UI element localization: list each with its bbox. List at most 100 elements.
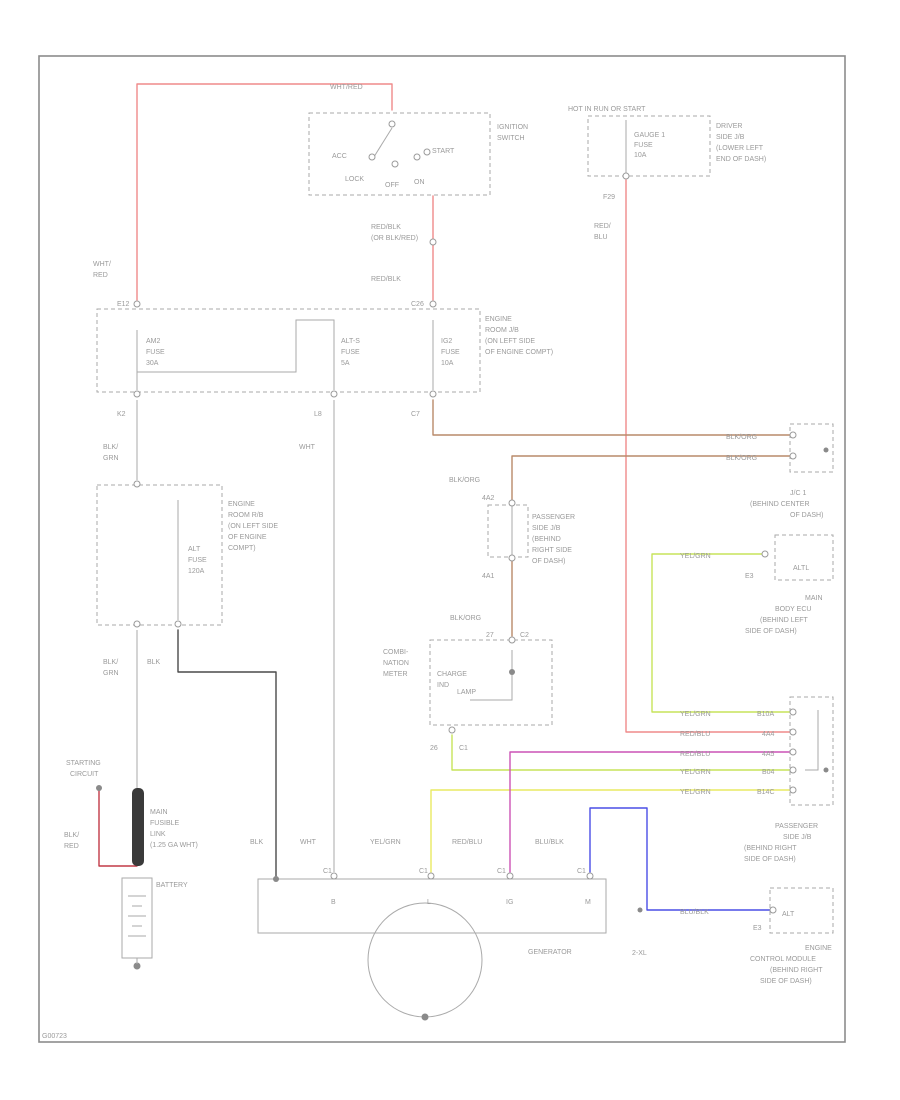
junction-dot <box>823 447 829 453</box>
junction-dot <box>509 669 515 675</box>
switch-contact <box>368 153 376 161</box>
generator-pin: C1 <box>323 868 332 875</box>
jb-pin: C7 <box>411 411 420 418</box>
junction-dot <box>823 767 829 773</box>
passenger-jb-pin: 4A1 <box>482 573 495 580</box>
gauge-fuse-label: 10A <box>634 152 647 159</box>
passenger-jb-upper-location: (BEHIND <box>532 536 561 543</box>
passenger-jb-pin: 4A2 <box>482 495 495 502</box>
jb-pin: L8 <box>314 411 322 418</box>
engine-room-jb-box <box>96 308 481 393</box>
pin <box>622 172 630 180</box>
wire-label: WHT <box>299 444 316 451</box>
meter-inner-label: LAMP <box>457 689 476 696</box>
wire-label: BLU <box>594 234 608 241</box>
passenger-jb-upper-location: RIGHT SIDE <box>532 547 572 554</box>
wire-passenger-inner <box>805 710 819 771</box>
pin <box>508 636 516 644</box>
ecm-location: CONTROL MODULE <box>750 956 816 963</box>
pin <box>506 872 514 880</box>
pin <box>789 708 797 716</box>
pin <box>133 300 141 308</box>
pin <box>789 431 797 439</box>
wire-label: RED/BLU <box>680 751 710 758</box>
ecu-terminal: ALTL <box>793 565 809 572</box>
wire-label: YEL/GRN <box>680 769 711 776</box>
passenger-jb-lower-pin: B14C <box>757 789 775 796</box>
wire-label: RED/BLK <box>371 224 401 231</box>
passenger-jb-lower-box <box>789 696 834 806</box>
generator-wire-label: WHT <box>300 839 317 846</box>
switch-pos-start: START <box>432 148 455 155</box>
pin <box>429 300 437 308</box>
wire-internal-am2 <box>137 319 335 373</box>
fuse-am2-label: FUSE <box>146 349 165 356</box>
wire-label: BLK/ORG <box>450 615 481 622</box>
gauge-location: DRIVER <box>716 123 742 130</box>
gauge-fuse-label: FUSE <box>634 142 653 149</box>
fuse-am2-label: 30A <box>146 360 159 367</box>
jc1-box <box>789 423 834 473</box>
wire-yel-grn-ecu <box>651 553 791 713</box>
generator-label: GENERATOR <box>528 949 572 956</box>
wire-label: GRN <box>103 455 119 462</box>
ignition-switch-label: SWITCH <box>497 135 525 142</box>
jb-pin: C26 <box>411 301 424 308</box>
fusible-link-label: MAIN <box>150 809 168 816</box>
meter-label: NATION <box>383 660 409 667</box>
ecm-box <box>769 887 834 934</box>
pin <box>330 872 338 880</box>
wire-label: BLU/BLK <box>680 909 709 916</box>
ecm-terminal: ALT <box>782 911 795 918</box>
passenger-jb-lower-pin: B10A <box>757 711 774 718</box>
passenger-jb-lower-location: SIDE J/B <box>783 834 812 841</box>
wire-label: BLK/ORG <box>726 455 757 462</box>
ignition-switch-label: IGNITION <box>497 124 528 131</box>
fuse-ig2-label: FUSE <box>441 349 460 356</box>
passenger-jb-lower-pin: 4A4 <box>762 731 775 738</box>
meter-pin: C1 <box>459 745 468 752</box>
pin <box>789 728 797 736</box>
battery-ground-dot <box>133 962 141 970</box>
switch-pos-off: OFF <box>385 182 399 189</box>
wire-label: BLK/ <box>103 444 118 451</box>
wire-wht-red <box>136 83 393 301</box>
wire-label: RED <box>64 843 79 850</box>
ecu-location: MAIN <box>805 595 823 602</box>
switch-pos-acc: ACC <box>332 153 347 160</box>
wire-label: WHT/ <box>93 261 111 268</box>
passenger-jb-lower-pin: B04 <box>762 769 775 776</box>
starting-circuit-label: STARTING <box>66 760 101 767</box>
engine-room-jb-location: ROOM J/B <box>485 327 519 334</box>
wire-label: WHT/RED <box>330 84 363 91</box>
generator-wire-label: YEL/GRN <box>370 839 401 846</box>
engine-room-rb-location: COMPT) <box>228 545 256 552</box>
jb-pin: E12 <box>117 301 130 308</box>
engine-room-rb-location: ENGINE <box>228 501 255 508</box>
generator-pin: C1 <box>577 868 586 875</box>
fuse-am2-label: AM2 <box>146 338 161 345</box>
pin <box>586 872 594 880</box>
wire-label: BLK/ORG <box>449 477 480 484</box>
wire-red-blu-gen <box>509 751 791 873</box>
gauge-location: SIDE J/B <box>716 134 745 141</box>
fuse-alt-label: ALT <box>188 546 201 553</box>
wire-label: RED/BLU <box>680 731 710 738</box>
main-body-ecu-box <box>774 534 834 581</box>
pin <box>789 748 797 756</box>
engine-room-jb-location: OF ENGINE COMPT) <box>485 349 553 356</box>
fusible-link-label: LINK <box>150 831 166 838</box>
ecm-location: (BEHIND RIGHT <box>770 967 823 974</box>
battery-body <box>121 877 153 959</box>
pin <box>761 550 769 558</box>
meter-pin: 27 <box>486 632 494 639</box>
fuse-ig2-label: 10A <box>441 360 454 367</box>
junction-dot <box>273 876 279 882</box>
meter-label: METER <box>383 671 408 678</box>
wire-label: RED/BLK <box>371 276 401 283</box>
battery-label: BATTERY <box>156 882 188 889</box>
combination-meter-box <box>429 639 553 726</box>
wire-blu-blk <box>589 807 771 911</box>
passenger-jb-lower-location: SIDE OF DASH) <box>744 856 796 863</box>
passenger-jb-lower-pin: 4A5 <box>762 751 775 758</box>
